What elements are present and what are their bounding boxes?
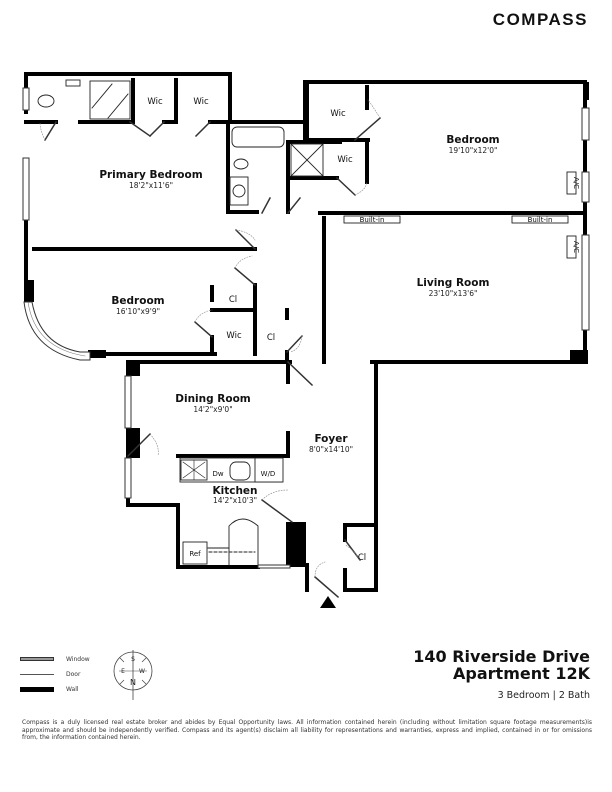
address-line1: 140 Riverside Drive [413, 647, 590, 666]
wall-symbol-icon [20, 686, 54, 692]
entry-arrow-icon [320, 596, 336, 608]
ac-label: A/C [572, 241, 580, 253]
wic-label: Wic [226, 331, 242, 341]
bed-bath-summary: 3 Bedroom | 2 Bath [497, 690, 590, 701]
room-dim-primary-bedroom: 18'2"x11'6" [129, 181, 173, 190]
refrigerator-label: Ref [189, 550, 201, 558]
room-dim-bedroom-east: 19'10"x12'0" [449, 146, 498, 155]
room-name-dining-room: Dining Room [175, 393, 251, 405]
legend-item-door: Door [20, 667, 140, 681]
compass-west: W [139, 668, 145, 675]
wic-label: Wic [147, 97, 163, 107]
address-line2: Apartment 12K [453, 664, 590, 683]
compass-rose-icon: S E W N [113, 650, 153, 700]
wic-label: Wic [193, 97, 209, 107]
room-name-bedroom-west: Bedroom [111, 295, 164, 307]
room-dim-kitchen: 14'2"x10'3" [213, 496, 257, 505]
room-name-living-room: Living Room [417, 277, 490, 289]
room-name-foyer: Foyer [314, 433, 348, 445]
walls [24, 72, 587, 592]
wic-label: Wic [337, 155, 353, 165]
door-symbol-icon [20, 673, 54, 675]
legend: Window Door Wall [20, 652, 140, 697]
compass-logo: COMPASS [492, 10, 588, 29]
closet-label: Cl [229, 295, 237, 305]
room-dim-foyer: 8'0"x14'10" [309, 445, 353, 454]
room-dim-dining-room: 14'2"x9'0" [193, 405, 232, 414]
room-name-bedroom-east: Bedroom [446, 134, 499, 146]
washer-dryer-label: W/D [261, 470, 276, 478]
room-dim-living-room: 23'10"x13'6" [429, 289, 478, 298]
compass-east: E [121, 668, 125, 675]
window-symbol-icon [20, 657, 54, 661]
legend-item-wall: Wall [20, 682, 140, 696]
room-name-kitchen: Kitchen [212, 485, 257, 497]
listing-info: 140 Riverside Drive Apartment 12K 3 Bedr… [413, 648, 590, 701]
legend-item-window: Window [20, 652, 140, 666]
closet-label: Cl [358, 553, 366, 563]
room-name-primary-bedroom: Primary Bedroom [99, 169, 202, 181]
compass-south: S [131, 656, 135, 663]
dishwasher-label: Dw [212, 470, 223, 478]
disclaimer: Compass is a duly licensed real estate b… [22, 719, 592, 741]
compass-north: N [130, 678, 136, 687]
wic-label: Wic [330, 109, 346, 119]
ac-label: A/C [572, 177, 580, 189]
closet-label: Cl [267, 333, 275, 343]
built-in-label: Built-in [360, 216, 385, 224]
room-dim-bedroom-west: 16'10"x9'9" [116, 307, 160, 316]
built-in-label: Built-in [528, 216, 553, 224]
